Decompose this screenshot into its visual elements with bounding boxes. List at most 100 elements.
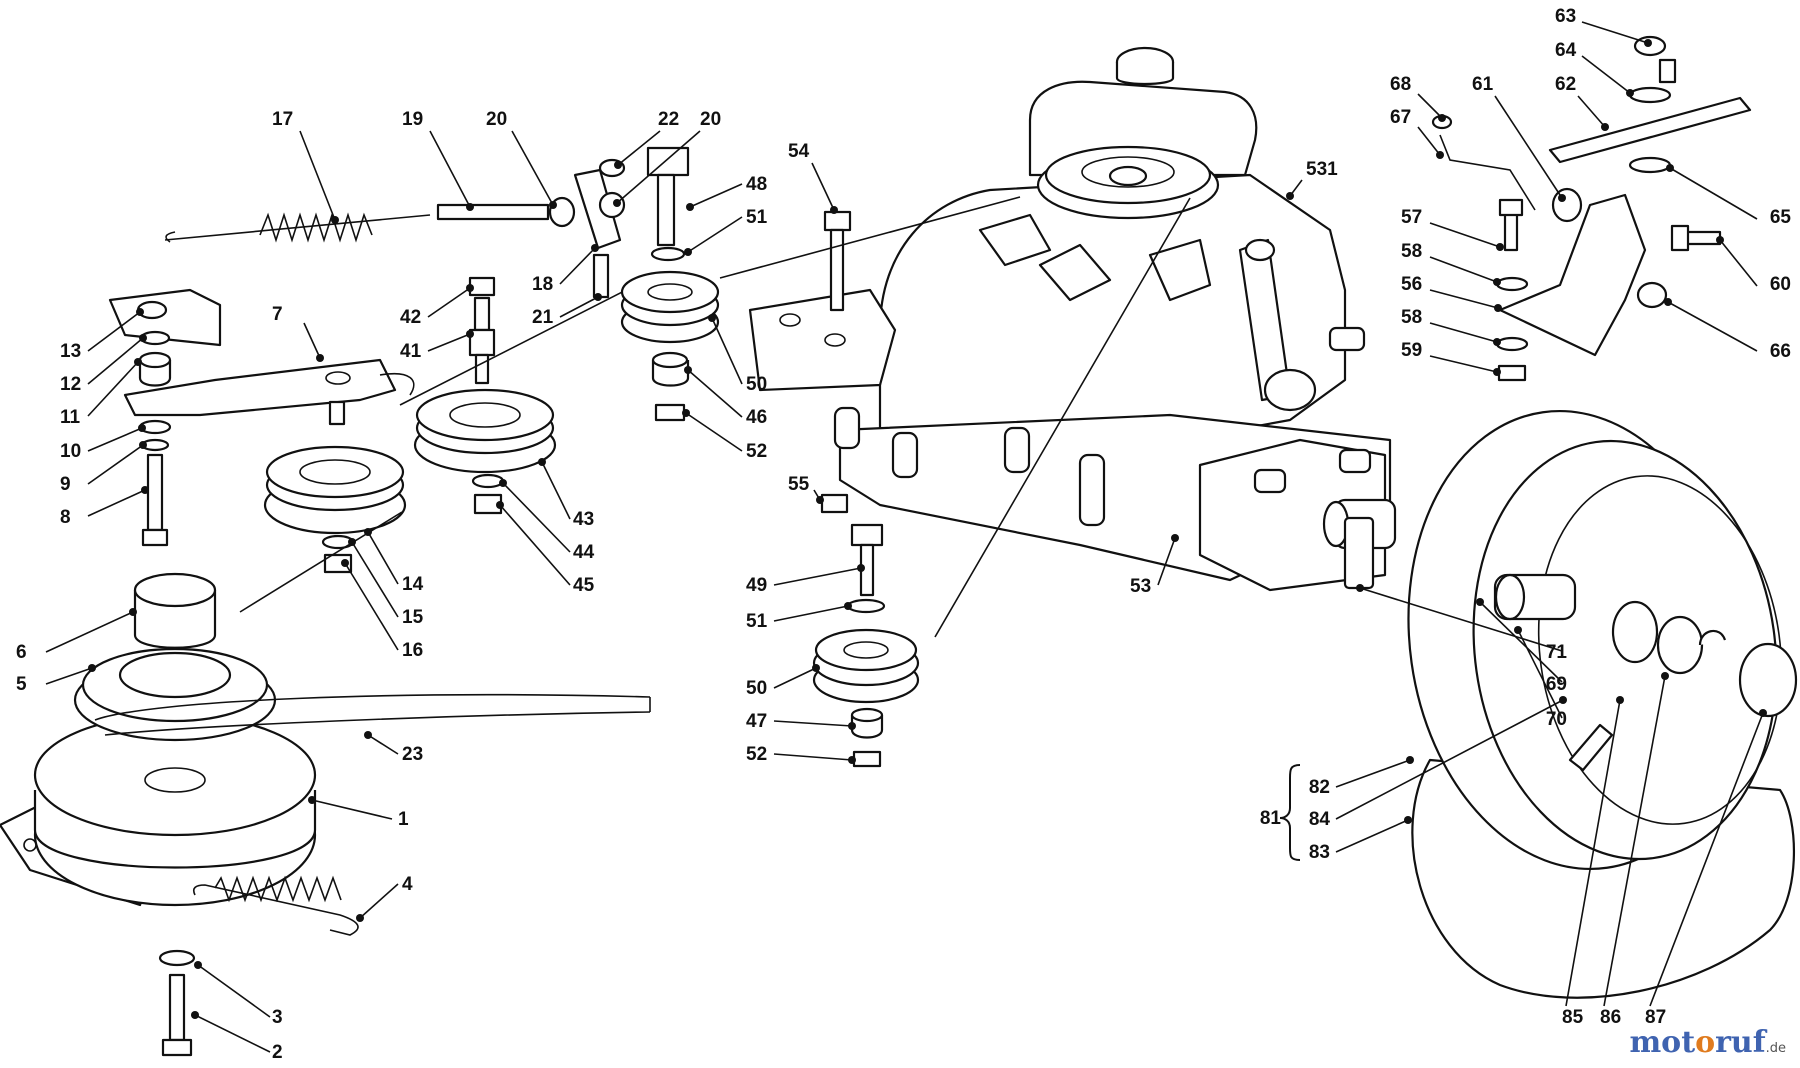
leader-line-c54 xyxy=(811,162,835,211)
leader-line-c84 xyxy=(1335,699,1564,820)
leader-line-c20b xyxy=(616,130,701,204)
leader-dot-c58a xyxy=(1493,278,1501,286)
leader-line-c53 xyxy=(1157,537,1176,586)
callout-number-c69: 69 xyxy=(1546,674,1567,695)
callout-number-c20b: 20 xyxy=(700,109,721,130)
leader-line-c58a xyxy=(1429,256,1498,283)
leader-line-c17 xyxy=(299,130,336,221)
leader-dot-c42 xyxy=(466,284,474,292)
callout-number-c83: 83 xyxy=(1309,842,1330,863)
leader-dot-c3 xyxy=(194,961,202,969)
leader-line-c66 xyxy=(1667,301,1758,352)
callout-number-c46: 46 xyxy=(746,407,767,428)
callout-number-c65: 65 xyxy=(1770,207,1792,228)
leader-line-c87 xyxy=(1649,712,1764,1007)
callout-number-c42: 42 xyxy=(400,307,421,328)
leader-line-c62 xyxy=(1577,95,1606,128)
leader-dot-c23 xyxy=(364,731,372,739)
leader-dot-c83 xyxy=(1404,816,1412,824)
leader-line-c7 xyxy=(303,322,321,359)
leader-line-c51b xyxy=(773,605,849,622)
leader-line-c14 xyxy=(367,531,399,585)
leader-dot-c51b xyxy=(844,602,852,610)
callout-number-c82: 82 xyxy=(1309,777,1330,798)
leader-dot-c45 xyxy=(496,501,504,509)
callout-number-c81: 81 xyxy=(1260,808,1282,829)
leader-dot-c71 xyxy=(1356,584,1364,592)
callout-number-c58a: 58 xyxy=(1401,241,1422,262)
leader-dot-c50a xyxy=(708,314,716,322)
leader-line-c48 xyxy=(689,183,743,208)
watermark-tld: .de xyxy=(1765,1041,1786,1056)
callout-number-c17: 17 xyxy=(272,109,293,130)
leader-dot-c85 xyxy=(1616,696,1624,704)
leader-dot-c54 xyxy=(830,206,838,214)
leader-dot-c55 xyxy=(816,496,824,504)
callout-number-c62: 62 xyxy=(1555,74,1576,95)
leader-dot-c63 xyxy=(1644,39,1652,47)
leader-line-c70 xyxy=(1517,629,1563,719)
leader-line-c43 xyxy=(541,461,571,520)
leader-line-c5 xyxy=(45,667,93,685)
leader-dot-c67 xyxy=(1436,151,1444,159)
callout-number-c68: 68 xyxy=(1390,74,1411,95)
rear-wheel-assembly xyxy=(1343,409,1798,999)
callout-number-c44: 44 xyxy=(573,542,595,563)
leader-line-c13 xyxy=(87,311,141,352)
callout-number-c57: 57 xyxy=(1401,207,1422,228)
leader-line-c42 xyxy=(427,287,471,318)
leader-dot-c18 xyxy=(591,244,599,252)
callout-number-c71: 71 xyxy=(1546,642,1568,663)
callout-number-c8: 8 xyxy=(60,507,71,528)
leader-dot-c20a xyxy=(549,201,557,209)
leader-line-c61 xyxy=(1494,95,1563,199)
callout-number-c531: 531 xyxy=(1306,159,1338,180)
leader-line-c82 xyxy=(1335,759,1411,788)
leader-dot-c66 xyxy=(1664,298,1672,306)
watermark-text-b: o xyxy=(1695,1025,1716,1060)
leader-dot-c48 xyxy=(686,203,694,211)
callout-number-c1: 1 xyxy=(398,809,409,830)
leader-line-c41 xyxy=(427,333,471,352)
callout-number-c22: 22 xyxy=(658,109,679,130)
leader-dot-c52b xyxy=(848,756,856,764)
leader-dot-c47 xyxy=(848,722,856,730)
callout-number-c18: 18 xyxy=(532,274,553,295)
leader-dot-c17 xyxy=(331,216,339,224)
leader-line-c44 xyxy=(502,482,571,553)
idler-pulley-43 xyxy=(413,388,557,515)
callout-number-c21: 21 xyxy=(532,307,554,328)
leader-dot-c52a xyxy=(682,409,690,417)
leader-line-c47 xyxy=(773,720,853,727)
leader-line-c45 xyxy=(499,504,571,586)
leader-line-c51a xyxy=(687,216,743,253)
leader-line-c46 xyxy=(687,369,743,418)
leader-line-c18 xyxy=(559,247,596,285)
leader-dot-c70 xyxy=(1514,626,1522,634)
callout-number-c64: 64 xyxy=(1555,40,1577,61)
leader-dot-c9 xyxy=(139,441,147,449)
leader-dot-c10 xyxy=(138,424,146,432)
pulley-50-lower xyxy=(812,628,920,704)
clutch-bolt xyxy=(168,973,186,1042)
clutch-spring xyxy=(192,875,359,936)
leader-dot-c19 xyxy=(466,203,474,211)
idler-pulley-14 xyxy=(263,445,407,574)
leader-line-c58b xyxy=(1429,322,1498,343)
leader-dot-c53 xyxy=(1171,534,1179,542)
leader-dot-c21 xyxy=(594,293,602,301)
callout-number-c4: 4 xyxy=(402,874,413,895)
drive-belt xyxy=(94,693,651,721)
callout-number-c54: 54 xyxy=(788,141,810,162)
leader-line-c23 xyxy=(367,734,399,755)
leader-line-c3 xyxy=(197,964,271,1018)
leader-dot-c15 xyxy=(348,538,356,546)
callout-number-c12: 12 xyxy=(60,374,81,395)
transaxle-housing xyxy=(748,46,1397,592)
leader-line-c50a xyxy=(711,317,743,385)
callout-number-c53: 53 xyxy=(1130,576,1151,597)
leader-dot-c68 xyxy=(1438,114,1446,122)
callout-number-c51a: 51 xyxy=(746,207,768,228)
leader-dot-c6 xyxy=(129,608,137,616)
